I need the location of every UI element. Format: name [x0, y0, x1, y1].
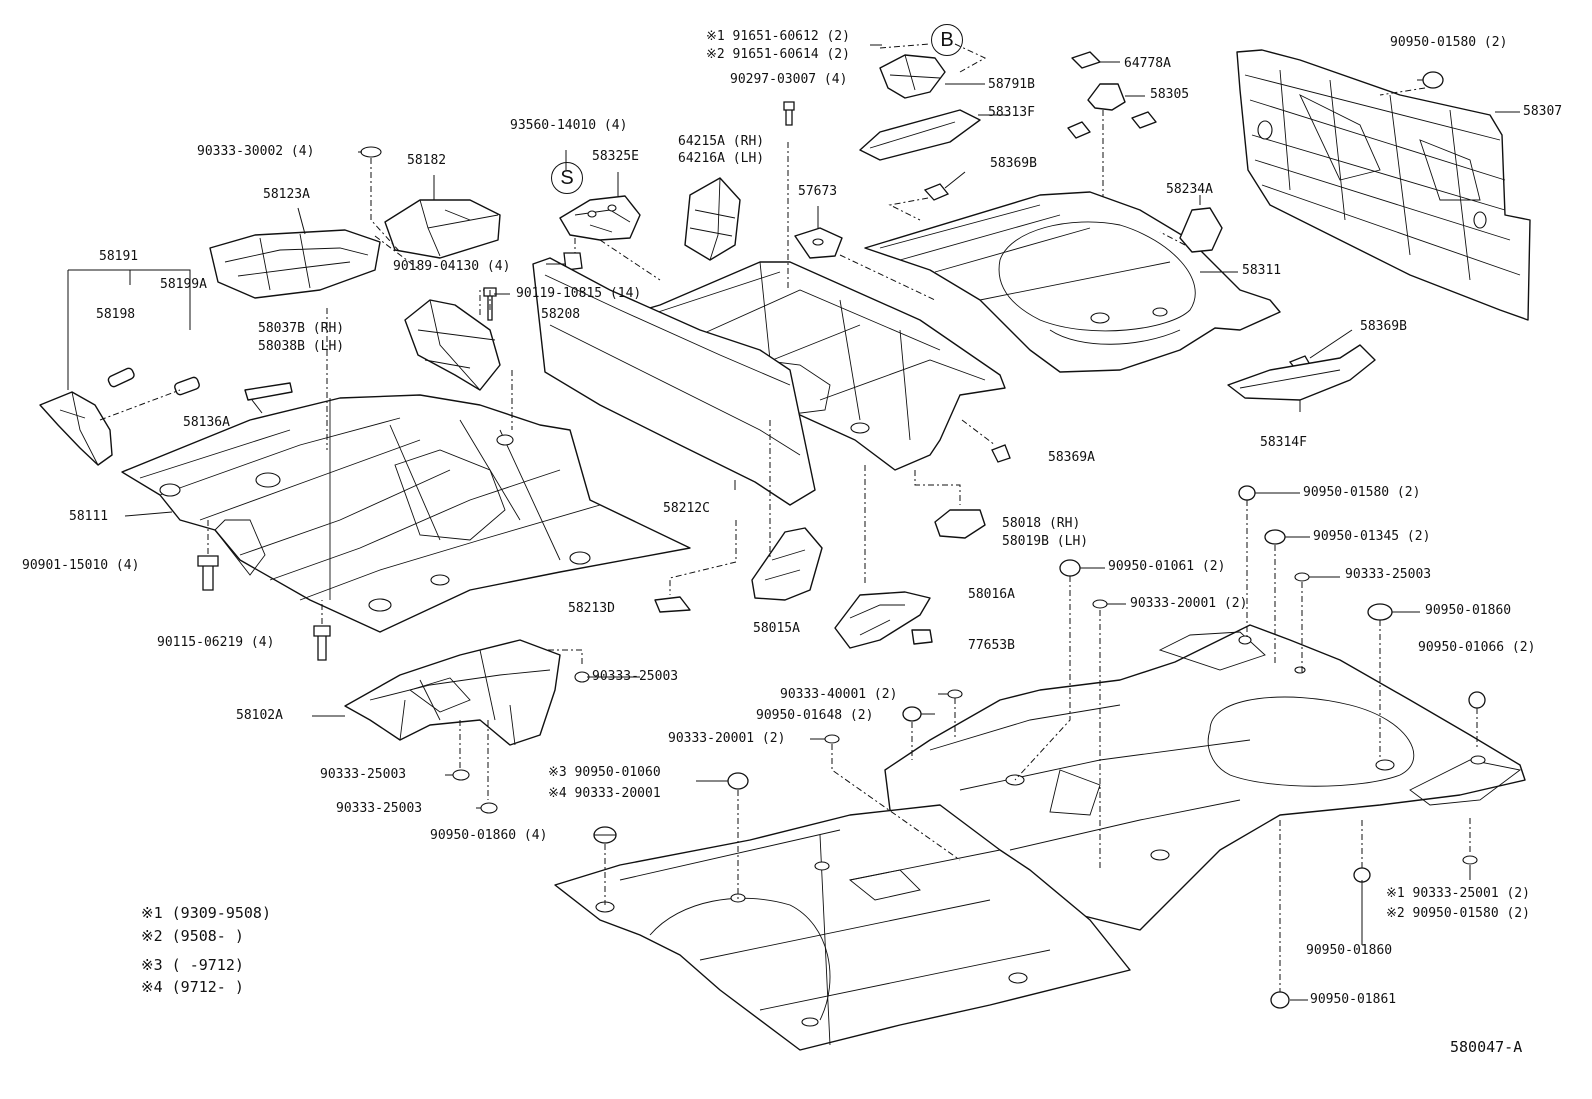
part-label-90950-01860-b: 90950-01860 (4): [430, 828, 548, 843]
part-label-90119-10815: 90119-10815 (14): [516, 286, 642, 301]
panel-58123a-icon: [209, 207, 381, 299]
legend-line-2: ※2 (9508- ): [141, 927, 244, 945]
diagram-id: 580047-A: [1450, 1038, 1523, 1056]
part-label-58791b: 58791B: [988, 77, 1035, 92]
part-label-58102a: 58102A: [236, 708, 283, 723]
floor-panel-58311-icon: [864, 191, 1281, 373]
part-label-90950-01580-top: 90950-01580 (2): [1390, 35, 1508, 50]
marker-s: S: [551, 162, 583, 194]
part-label-58136a: 58136A: [183, 415, 230, 430]
part-label-90333-25003-c: 90333-25003: [336, 801, 423, 816]
part-label-90333-40001: 90333-40001 (2): [780, 687, 898, 702]
part-label-91651-60612: ※1 91651-60612 (2): [706, 29, 850, 44]
part-label-58018: 58018 (RH): [1002, 516, 1081, 531]
part-label-58182: 58182: [407, 153, 447, 168]
part-label-90950-01860-a: 90950-01860: [1425, 603, 1512, 618]
panel-58102a-icon: [312, 639, 561, 746]
part-label-90950-01648: 90950-01648 (2): [756, 708, 874, 723]
part-label-90333-25001: ※1 90333-25001 (2): [1386, 886, 1530, 901]
part-label-90333-30002: 90333-30002 (4): [197, 144, 315, 159]
part-label-58213d: 58213D: [568, 601, 615, 616]
part-label-90950-01861: 90950-01861: [1310, 992, 1397, 1007]
bracket-58791b-icon: [879, 54, 985, 99]
part-label-64778a: 64778A: [1124, 56, 1171, 71]
part-label-58015a: 58015A: [753, 621, 800, 636]
part-label-91651-60614: ※2 91651-60614 (2): [706, 47, 850, 62]
part-label-90333-25003-b: 90333-25003: [320, 767, 407, 782]
part-label-58314f: 58314F: [1260, 435, 1307, 450]
part-label-90950-01580: 90950-01580 (2): [1303, 485, 1421, 500]
part-label-90950-01061: 90950-01061 (2): [1108, 559, 1226, 574]
part-label-90333-20001-c: ※4 90333-20001: [548, 786, 661, 801]
legend-line-4: ※4 (9712- ): [141, 978, 244, 996]
part-label-90115-06219: 90115-06219 (4): [157, 635, 275, 650]
part-label-58208: 58208: [541, 307, 581, 322]
part-label-58369b-b: 58369B: [1360, 319, 1407, 334]
floor-panel-58111-icon: [121, 394, 691, 633]
silencer-front-icon: [554, 804, 1131, 1051]
part-label-58305: 58305: [1150, 87, 1190, 102]
part-label-90950-01345: 90950-01345 (2): [1313, 529, 1431, 544]
part-label-58111: 58111: [69, 509, 109, 524]
part-label-58311: 58311: [1242, 263, 1282, 278]
silencer-rear-icon: [884, 624, 1526, 931]
part-label-90950-01060: ※3 90950-01060: [548, 765, 661, 780]
part-label-64215a: 64215A (RH): [678, 134, 765, 149]
bracket-58182-icon: [384, 175, 501, 259]
part-label-58198: 58198: [96, 307, 136, 322]
part-label-58313f: 58313F: [988, 105, 1035, 120]
part-label-90297-03007: 90297-03007 (4): [730, 72, 848, 87]
part-label-90950-01860-c: 90950-01860: [1306, 943, 1393, 958]
part-label-90189-04130: 90189-04130 (4): [393, 259, 511, 274]
back-panel-58307-icon: [1236, 49, 1531, 321]
part-label-64216a: 64216A (LH): [678, 151, 765, 166]
bracket-58325e-icon: [559, 150, 641, 241]
part-label-58199a: 58199A: [160, 277, 207, 292]
part-label-58307: 58307: [1523, 104, 1563, 119]
rail-58212c-icon: [532, 257, 816, 506]
part-label-58234a: 58234A: [1166, 182, 1213, 197]
part-label-57673: 57673: [798, 184, 838, 199]
part-label-90333-25003-a: 90333-25003: [592, 669, 679, 684]
part-label-93560-14010: 93560-14010 (4): [510, 118, 628, 133]
part-label-58369a: 58369A: [1048, 450, 1095, 465]
bracket-58037b-icon: [404, 289, 501, 391]
part-label-90333-20001-a: 90333-20001 (2): [1130, 596, 1248, 611]
part-label-90333-25003-d: 90333-25003: [1345, 567, 1432, 582]
part-label-90901-15010: 90901-15010 (4): [22, 558, 140, 573]
part-label-58038b: 58038B (LH): [258, 339, 345, 354]
bracket-58191-icon: [39, 269, 200, 466]
part-label-90950-01066: 90950-01066 (2): [1418, 640, 1536, 655]
part-label-58123a: 58123A: [263, 187, 310, 202]
part-label-58019b: 58019B (LH): [1002, 534, 1089, 549]
bracket-64215a-icon: [684, 177, 741, 261]
part-label-58016a: 58016A: [968, 587, 1015, 602]
legend-line-1: ※1 (9309-9508): [141, 904, 271, 922]
part-label-58191: 58191: [99, 249, 139, 264]
part-label-58037b: 58037B (RH): [258, 321, 345, 336]
part-label-58212c: 58212C: [663, 501, 710, 516]
part-label-58369b-a: 58369B: [990, 156, 1037, 171]
legend-line-3: ※3 ( -9712): [141, 956, 244, 974]
marker-b: B: [931, 24, 963, 56]
part-label-90333-20001-b: 90333-20001 (2): [668, 731, 786, 746]
part-label-58325e: 58325E: [592, 149, 639, 164]
part-label-77653b: 77653B: [968, 638, 1015, 653]
part-label-90950-01580-b: ※2 90950-01580 (2): [1386, 906, 1530, 921]
